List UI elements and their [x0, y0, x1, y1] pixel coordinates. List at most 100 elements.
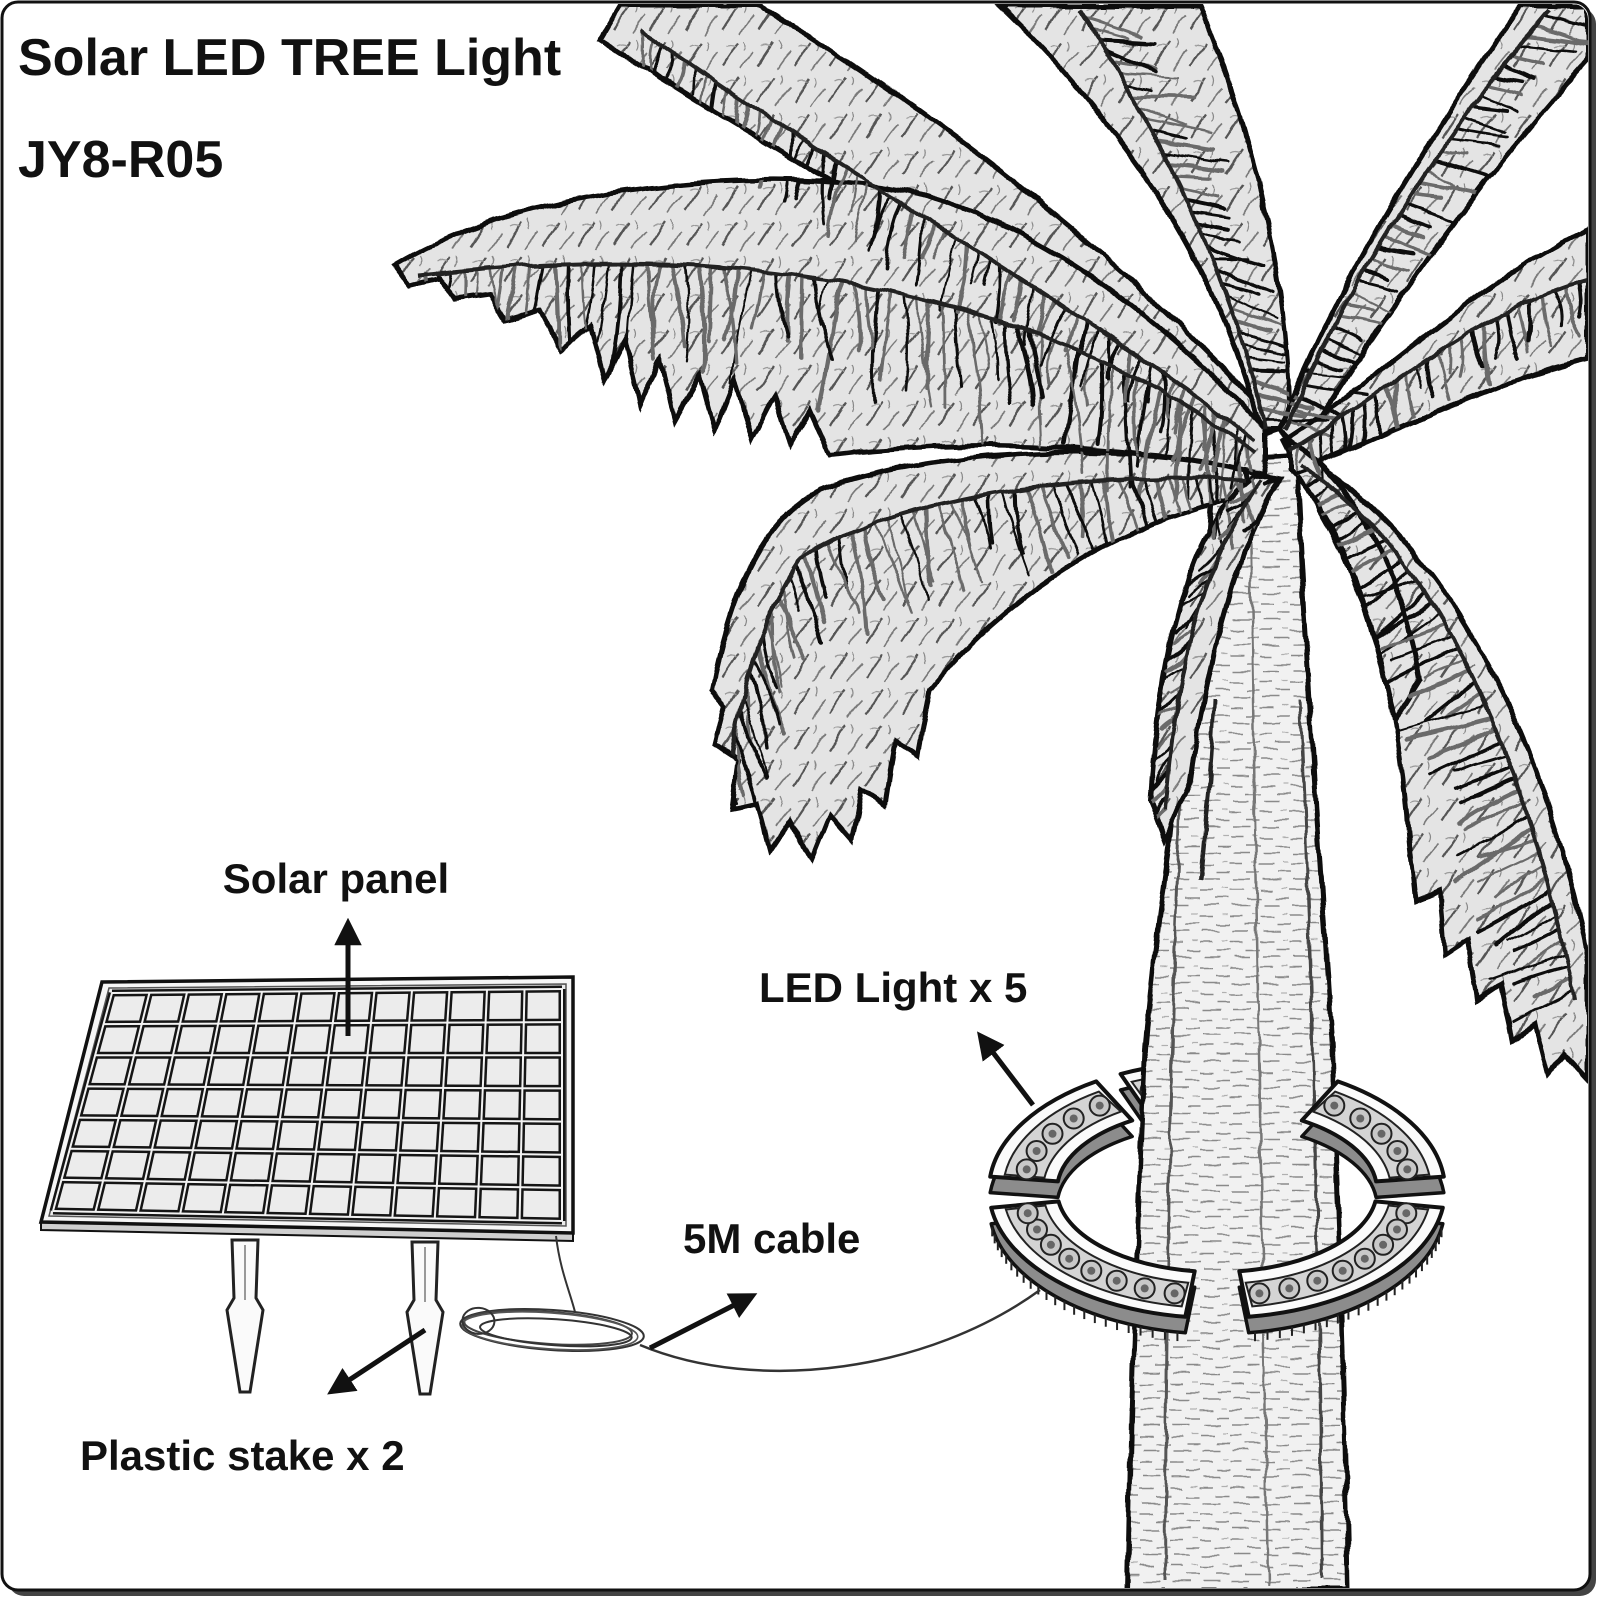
solar-panel-grid-line: [221, 991, 263, 1215]
frond-leaflet-stroke: [991, 317, 1000, 381]
frond-leaflet-stroke: [1392, 705, 1488, 733]
led-bulb-core: [1313, 1276, 1322, 1285]
frond-leaflet-stroke: [1453, 764, 1513, 790]
frond-leaflet-stroke: [1096, 359, 1105, 446]
led-bulb-core: [1403, 1165, 1412, 1174]
solar-panel-grid-line: [86, 1085, 563, 1090]
frond-leaflet-stroke: [1173, 401, 1184, 501]
led-bulb-core: [1048, 1129, 1057, 1138]
frond-leaflet-stroke: [1255, 392, 1315, 410]
frond-leaflet-stroke: [1077, 480, 1085, 538]
frond-leaflet-stroke: [722, 266, 740, 342]
palm-frond: [391, 177, 1268, 479]
frond-leaflet-stroke: [766, 622, 783, 688]
frond-leaflet-stroke: [899, 513, 929, 603]
frond-leaflet-stroke: [1258, 405, 1306, 418]
palm-trunk-texture: [1298, 699, 1324, 1581]
frond-leaflet-stroke: [1405, 715, 1494, 742]
frond-leaflet-stroke: [1425, 356, 1435, 399]
led-light-segment: [1299, 1079, 1446, 1200]
frond-leaflet-stroke: [1052, 483, 1079, 557]
frond-leaflet-stroke: [1165, 378, 1176, 420]
frond-leaflet-stroke: [748, 670, 769, 751]
solar-panel: [38, 975, 575, 1243]
frond-leaflet-stroke: [1501, 63, 1537, 80]
frond-leaflet-stroke: [1379, 623, 1447, 652]
frond-leaflet-stroke: [1011, 277, 1024, 322]
frond-leaflet-stroke: [1106, 365, 1115, 493]
frond-leaflet-stroke: [1014, 324, 1036, 406]
frond-leaflet-stroke: [864, 285, 874, 349]
palm-trunk-texture: [1248, 519, 1270, 1586]
frond-leaflet-stroke: [1470, 328, 1486, 369]
solar-panel-grid-line: [136, 992, 188, 1213]
led-bulb-core: [1095, 1101, 1104, 1110]
led-light-arrow: [977, 1031, 1035, 1107]
frond-leaflet-stroke: [1245, 356, 1285, 363]
frond-leaflet-stroke: [1376, 245, 1415, 256]
frond-leaflet-stroke: [936, 503, 965, 592]
model-number: JY8-R05: [18, 131, 223, 189]
frond-leaflet-stroke: [1511, 964, 1570, 985]
frond-leaflet-stroke: [707, 264, 714, 344]
frond-leaflet-stroke: [1124, 349, 1133, 403]
frond-leaflet-stroke: [1518, 44, 1577, 53]
frond-midrib: [1288, 278, 1587, 452]
led-bulb-core: [1112, 1276, 1121, 1285]
frond-midrib: [1078, 8, 1267, 431]
frond-leaflet-stroke: [1504, 309, 1521, 361]
frond-leaflet-stroke: [1448, 342, 1453, 375]
frond-midrib: [419, 261, 1257, 454]
frond-midrib: [1298, 463, 1577, 1001]
frond-leaflet-stroke: [1171, 393, 1197, 462]
frond-leaflet-stroke: [1424, 658, 1465, 679]
palm-frond: [1277, 4, 1588, 455]
frond-leaflet-stroke: [1383, 234, 1434, 258]
frond-leaflet-stroke: [774, 270, 789, 338]
frond-leaflet-stroke: [1390, 635, 1453, 662]
frond-leaflet-stroke: [1458, 336, 1465, 379]
frond-leaflet-stroke: [974, 494, 992, 551]
frond-leaflet-stroke: [1303, 383, 1370, 397]
solar-panel-grid-line: [61, 1178, 563, 1189]
frond-leaflet-stroke: [1448, 137, 1502, 146]
frond-leaflet-stroke: [1292, 407, 1337, 422]
frond-leaflet-stroke: [609, 261, 623, 372]
frond-leaflet-stroke: [1564, 284, 1583, 338]
frond-leaflet-stroke: [1332, 325, 1365, 342]
solar-panel-grid-line: [179, 991, 226, 1214]
cable-line: [555, 1235, 576, 1313]
frond-leaflet-stroke: [1232, 317, 1272, 333]
frond-leaflet-stroke: [1393, 377, 1400, 424]
frond-leaflet-stroke: [1229, 424, 1239, 490]
led-bulb-core: [1330, 1101, 1339, 1110]
led-bulb-core: [1023, 1209, 1032, 1218]
led-bulb-core: [1033, 1225, 1041, 1234]
led-bulb-core: [1379, 1240, 1388, 1249]
frond-leaflet-stroke: [861, 525, 886, 602]
led-bulb-core: [1393, 1147, 1402, 1155]
frond-leaflet-stroke: [1372, 392, 1382, 441]
frond-leaflet-stroke: [1173, 175, 1213, 180]
frond-leaflet-stroke: [1452, 752, 1508, 773]
led-bulb-core: [1046, 1240, 1055, 1249]
frond-leaflet-stroke: [1493, 900, 1556, 948]
frond-leaflet-stroke: [1437, 349, 1453, 401]
frond-leaflet-stroke: [1535, 24, 1588, 47]
solar-panel-grid-line: [433, 989, 451, 1219]
solar-panel-grid-line: [111, 988, 563, 994]
frond-leaflet-stroke: [1229, 306, 1283, 326]
palm-tree-fronds: [391, 4, 1588, 1087]
frond-leaflet-stroke: [723, 265, 738, 366]
frond-leaflet-stroke: [818, 278, 829, 327]
frond-leaflet-stroke: [1062, 313, 1079, 354]
palm-frond: [1281, 226, 1588, 474]
led-bulb-core: [1338, 1266, 1347, 1275]
frond-leaflet-stroke: [1532, 976, 1573, 1000]
cable-coil-loop: [479, 1317, 633, 1348]
frond-leaflet-stroke: [884, 200, 904, 271]
frond-leaflet-stroke: [1002, 321, 1013, 406]
frond-leaflet-stroke: [1161, 151, 1230, 164]
frond-leaflet-stroke: [1045, 339, 1055, 386]
